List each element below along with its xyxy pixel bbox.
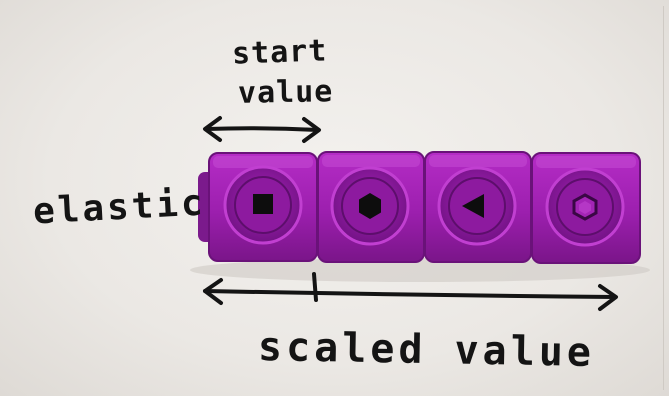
square-icon <box>253 194 273 214</box>
hexagon-icon <box>359 193 381 219</box>
cube-1 <box>208 152 318 262</box>
scaled-value-label: scaled value <box>257 324 596 376</box>
triangle-icon <box>462 194 484 218</box>
elastic-label: elastic <box>32 182 207 233</box>
cube-3 <box>424 151 532 263</box>
cube-shadow <box>190 258 650 282</box>
photo-frame <box>6 6 664 390</box>
cube-4 <box>531 152 641 264</box>
scaled-value-arrow <box>203 272 618 311</box>
start-value-label-line1: start <box>231 33 328 72</box>
start-value-label-line2: value <box>237 74 334 111</box>
cube-2 <box>317 151 425 263</box>
start-value-arrow <box>203 116 321 143</box>
